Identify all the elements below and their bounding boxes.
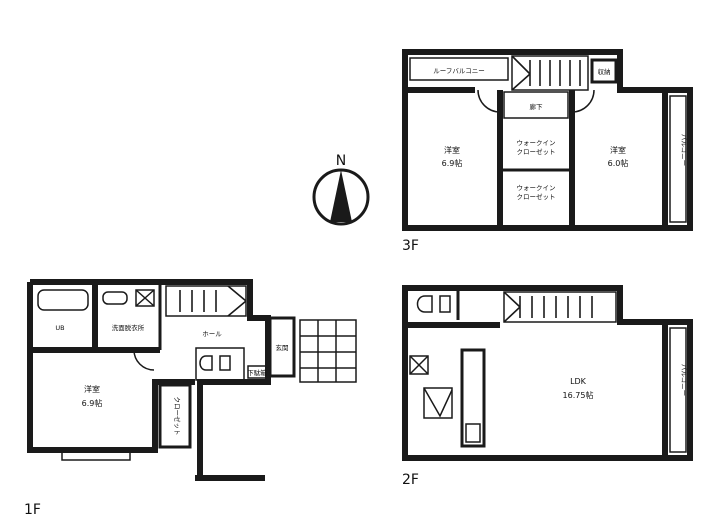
- floor-3f: ルーフバルコニー 収納 廊下 洋室 6.9帖 洋室 6.0帖: [402, 49, 693, 254]
- 2f-ldk-size: 16.75帖: [563, 390, 594, 400]
- north-compass: N: [312, 153, 370, 226]
- 1f-washbasin: [102, 291, 128, 305]
- 3f-roof-balcony-label: ルーフバルコニー: [433, 67, 484, 75]
- 3f-walkin-closet-2-label: ウォークインクローゼット: [517, 184, 556, 201]
- 1f-floor-label: 1F: [24, 502, 41, 518]
- 1f-shoe-box: [247, 365, 267, 379]
- 1f-room-name: 洋室: [84, 384, 100, 394]
- 2f-outer-wall: [402, 285, 693, 461]
- 1f-closet-label: クローゼット: [173, 397, 182, 436]
- 3f-balcony-label: バルコニー: [680, 134, 688, 166]
- 1f-bathtub: [37, 289, 89, 311]
- 1f-shoe-box-label: 下駄箱: [247, 368, 267, 377]
- 3f-roof-balcony-area: [409, 57, 509, 81]
- 1f-outer-wall-a: [30, 279, 271, 481]
- 1f-hall-label: ホール: [202, 330, 222, 338]
- 3f-west-room-size: 6.9帖: [442, 158, 463, 168]
- 3f-storage-area: [590, 58, 618, 84]
- 3f-staircase: [511, 55, 589, 91]
- 3f-hallway-area: [503, 91, 569, 119]
- 2f-ldk-name: LDK: [570, 377, 587, 386]
- 1f-toilet: [195, 347, 245, 381]
- 3f-floor-label: 3F: [402, 238, 419, 254]
- compass-needle: [330, 170, 352, 222]
- 3f-walkin-closet-1-label: ウォークインクローゼット: [517, 139, 556, 156]
- 3f-outer-wall: [402, 49, 693, 231]
- 3f-balcony-area: [669, 95, 687, 223]
- 1f-entrance-label: 玄関: [276, 343, 289, 352]
- 1f-washing-machine: [135, 289, 155, 307]
- floor-2f: LDK 16.75帖 バルコニー 2F: [402, 285, 693, 488]
- 3f-hallway-label: 廊下: [530, 102, 544, 111]
- 1f-porch: [299, 319, 357, 383]
- 2f-floor-label: 2F: [402, 472, 419, 488]
- 2f-balcony-area: [669, 327, 687, 453]
- 1f-outer-wall-b: [27, 282, 195, 453]
- 1f-washroom-label: 洗面脱衣所: [112, 323, 145, 332]
- 3f-east-room-name: 洋室: [610, 145, 626, 155]
- 2f-balcony-label: バルコニー: [680, 364, 688, 396]
- 2f-toilet: [416, 288, 460, 320]
- compass-north-label: N: [336, 153, 346, 169]
- 1f-unit-bath-label: UB: [55, 324, 64, 332]
- 3f-west-room-name: 洋室: [444, 145, 460, 155]
- 3f-east-room-size: 6.0帖: [608, 158, 629, 168]
- 1f-staircase: [165, 285, 247, 317]
- 1f-room-size: 6.9帖: [82, 398, 103, 408]
- 1f-entrance-area: [268, 316, 296, 378]
- 2f-staircase: [503, 291, 617, 323]
- 1f-closet-area: [158, 383, 192, 449]
- 3f-storage-label: 収納: [598, 67, 611, 76]
- 1f-room-window: [61, 449, 131, 461]
- floor-1f: UB 洗面脱衣所 ホール 下駄箱 玄関: [24, 279, 357, 518]
- 2f-kitchen: [409, 348, 486, 448]
